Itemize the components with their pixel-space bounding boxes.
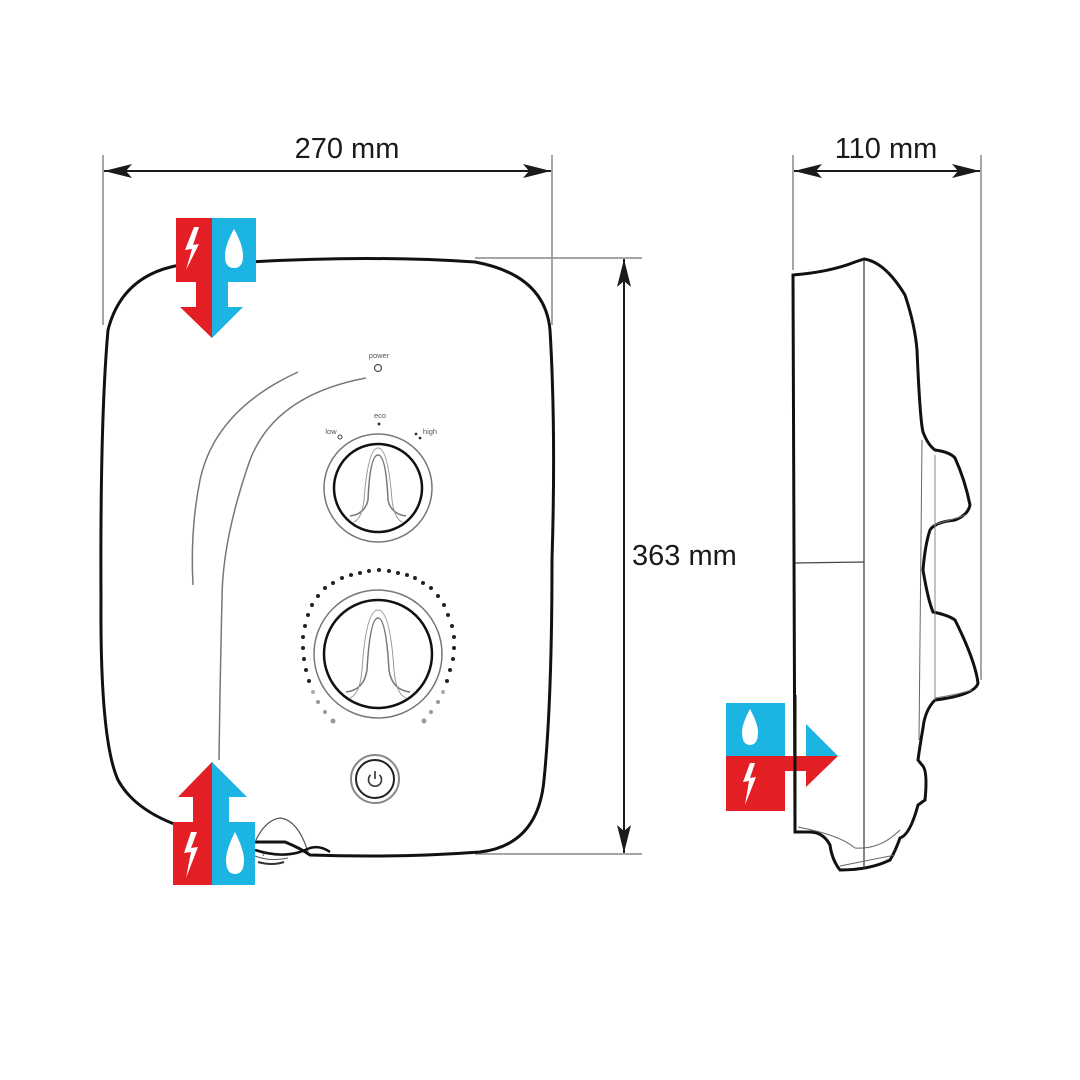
water-drop-icon bbox=[226, 832, 244, 874]
side-face-line bbox=[918, 439, 923, 741]
side-body-outline bbox=[791, 257, 980, 872]
height-label: 363 mm bbox=[632, 540, 737, 572]
height-dimension: 363 mm bbox=[475, 257, 737, 855]
hose-outlet: v bbox=[254, 817, 331, 865]
side-view bbox=[791, 257, 980, 872]
lightning-bolt-icon bbox=[743, 763, 756, 805]
eco-marker bbox=[377, 422, 381, 426]
dial-grip bbox=[349, 454, 407, 517]
temperature-scale-dots bbox=[301, 568, 456, 724]
width-label: 270 mm bbox=[295, 133, 400, 165]
power-indicator-light bbox=[373, 363, 383, 373]
top-entry-icon bbox=[176, 218, 256, 338]
depth-dimension: 110 mm bbox=[792, 133, 982, 680]
power-mode-dial[interactable] bbox=[323, 433, 433, 543]
front-decor-curve-inner bbox=[218, 377, 367, 761]
high-label: high bbox=[423, 427, 437, 436]
eco-label: eco bbox=[374, 411, 386, 420]
low-marker bbox=[337, 434, 343, 440]
power-button[interactable] bbox=[350, 754, 400, 804]
electric-arrow-half bbox=[176, 218, 212, 338]
water-drop-icon bbox=[225, 229, 243, 268]
high-marker-2 bbox=[418, 436, 422, 440]
side-mid-line bbox=[794, 561, 865, 564]
low-label: low bbox=[325, 427, 337, 436]
water-arrow-half bbox=[212, 762, 255, 885]
lightning-bolt-icon bbox=[184, 832, 198, 878]
lightning-bolt-icon bbox=[185, 227, 199, 270]
electric-arrow-half bbox=[173, 762, 212, 885]
high-marker-1 bbox=[414, 432, 418, 436]
width-dimension: 270 mm bbox=[102, 133, 553, 325]
power-icon bbox=[367, 771, 383, 787]
dial-grip bbox=[345, 617, 411, 693]
bottom-entry-icon bbox=[173, 762, 255, 885]
power-label: power bbox=[369, 351, 390, 360]
temperature-dial[interactable] bbox=[301, 568, 456, 724]
front-body-outline bbox=[99, 257, 556, 858]
front-view: power low eco high bbox=[99, 257, 556, 865]
svg-text:v: v bbox=[262, 852, 265, 858]
depth-label: 110 mm bbox=[835, 133, 938, 165]
water-drop-icon bbox=[742, 709, 758, 745]
rear-entry-icon bbox=[726, 695, 838, 832]
water-arrow-half bbox=[212, 218, 256, 338]
front-decor-curve-outer bbox=[191, 371, 299, 586]
electric-arrow-half bbox=[726, 756, 838, 811]
